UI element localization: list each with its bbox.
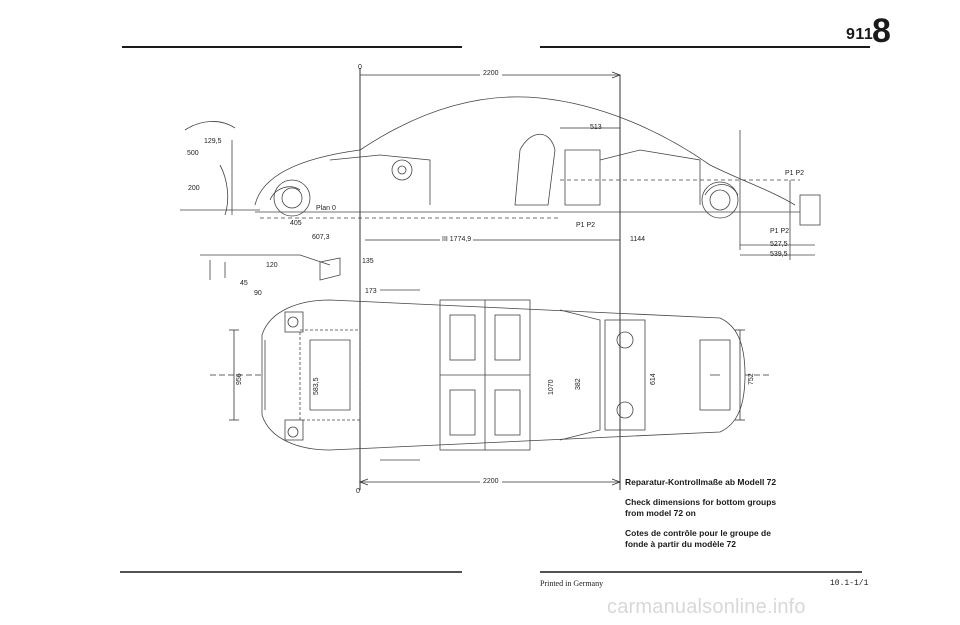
- bottom-view: [261, 289, 746, 461]
- dim-1144-label: 1144: [630, 236, 646, 243]
- header-rule-left: [122, 46, 462, 48]
- dim-956-label: 956: [236, 373, 243, 385]
- dim-90-label: 90: [254, 290, 262, 297]
- printed-in-label: Printed in Germany: [540, 579, 604, 588]
- p1p2-top-label: P1 P2: [785, 170, 805, 177]
- caption-french: Cotes de contrôle pour le groupe de fond…: [625, 528, 771, 549]
- dim-614-label: 614: [650, 373, 657, 385]
- dim-607-label: 607,3: [312, 234, 330, 241]
- dim-752-label: 752: [748, 373, 755, 385]
- dim-200-label: 200: [188, 185, 200, 192]
- page-number: 10.1-1/1: [830, 579, 869, 588]
- dim-173-label: 173: [365, 288, 377, 295]
- bottom-length-label: 2200: [480, 478, 502, 485]
- p1p2-right-label: P1 P2: [770, 228, 790, 235]
- p1p2-mid-label: P1 P2: [576, 222, 596, 229]
- dim-513-label: 513: [590, 124, 602, 131]
- dim-405-label: 405: [290, 220, 302, 227]
- dim-500-label: 500: [187, 150, 199, 157]
- dim-527-label: 527,5: [770, 241, 788, 248]
- side-view: [254, 96, 821, 260]
- dim-539-label: 539,5: [770, 251, 788, 258]
- front-detail: [180, 121, 341, 281]
- dim-1070-label: 1070: [548, 379, 555, 395]
- top-length-label: 2200: [480, 70, 502, 77]
- dim-135-label: 135: [362, 258, 374, 265]
- top-zero-label: 0: [358, 64, 362, 71]
- header-rule-right: [540, 46, 870, 48]
- bottom-zero-label: 0: [356, 488, 360, 495]
- section-number: 8: [872, 12, 891, 50]
- dim-583-label: 583,5: [313, 377, 320, 395]
- dim-120-label: 120: [266, 262, 278, 269]
- dim-129-label: 129,5: [204, 138, 222, 145]
- dim-382-label: 382: [575, 378, 582, 390]
- plan0-label: Plan 0: [316, 205, 336, 212]
- dim-1774-label: III 1774,9: [440, 236, 474, 243]
- caption-german: Reparatur-Kontrollmaße ab Modell 72: [625, 477, 777, 487]
- model-number: 911: [846, 26, 874, 43]
- caption-english: Check dimensions for bottom groups from …: [625, 497, 777, 518]
- dim-45-label: 45: [240, 280, 248, 287]
- watermark-text: carmanualsonline.info: [607, 596, 806, 618]
